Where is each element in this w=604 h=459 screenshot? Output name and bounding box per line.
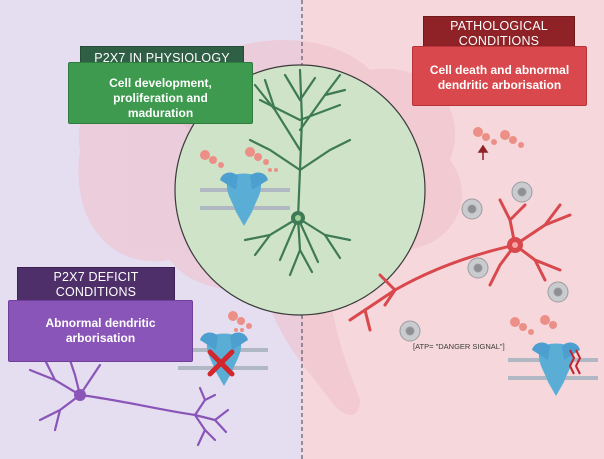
deficit-description: Abnormal dendritic arborisation <box>8 300 193 362</box>
pathological-receptor <box>508 342 598 396</box>
increase-arrow-icon <box>477 144 489 160</box>
pathological-header: PATHOLOGICAL CONDITIONS <box>423 16 575 50</box>
atp-molecules-deficit <box>228 311 252 332</box>
blocked-x-icon <box>207 349 235 377</box>
atp-molecules-physiology <box>200 147 278 172</box>
pathological-description: Cell death and abnormal dendritic arbori… <box>412 46 587 106</box>
atp-molecules-pathological <box>473 127 557 335</box>
red-neuron <box>348 198 572 332</box>
physiology-receptor <box>200 172 290 226</box>
green-neuron <box>243 68 352 277</box>
physiology-description: Cell development, proliferation and madu… <box>68 62 253 124</box>
dead-cells <box>399 181 569 342</box>
atp-danger-signal-note: [ATP= "DANGER SIGNAL"] <box>413 342 505 351</box>
purple-neuron <box>28 358 230 447</box>
deficit-header: P2X7 DEFICIT CONDITIONS <box>17 267 175 301</box>
